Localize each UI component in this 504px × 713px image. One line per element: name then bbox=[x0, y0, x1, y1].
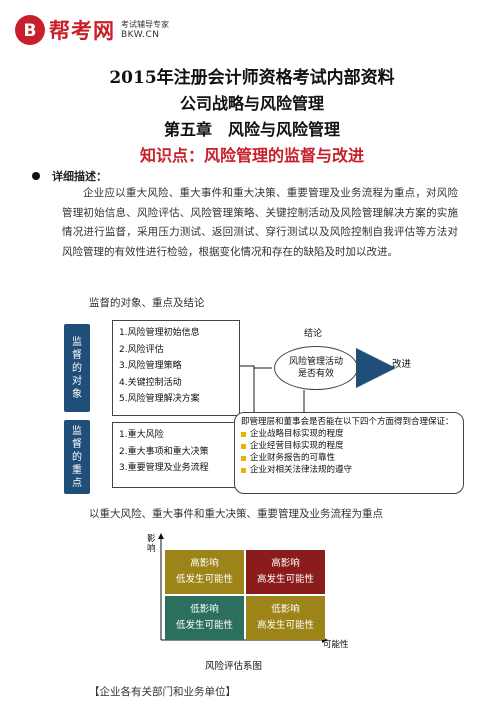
tag-supervision-objects: 监督的对象 bbox=[64, 324, 90, 412]
matrix-caption: 风险评估系图 bbox=[205, 661, 263, 672]
square-bullet-icon bbox=[241, 455, 246, 461]
square-bullet-icon bbox=[241, 431, 246, 437]
list-item: 5.风险管理解决方案 bbox=[119, 394, 200, 404]
y-axis-label: 影响 bbox=[147, 534, 156, 554]
list-item: 2.重大事项和重大决策 bbox=[119, 446, 209, 457]
matrix-axes bbox=[158, 533, 328, 643]
list-item: 3.风险管理策略 bbox=[119, 361, 182, 371]
tag-supervision-focus: 监督的重点 bbox=[64, 420, 90, 494]
assurance-callout: 即管理层和董事会是否能在以下四个方面得到合理保证： 企业战略目标实现的程度 企业… bbox=[234, 412, 464, 494]
logo-tagline: 考试辅导专家 bbox=[121, 20, 169, 29]
focus-list: 1.重大风险 2.重大事项和重大决策 3.重要管理及业务流程 bbox=[112, 422, 240, 488]
risk-matrix: 影响 高影响低发生可能性 高影响高发生可能性 低影响低发生可能性 低影响高发生可… bbox=[125, 528, 365, 678]
subheading-focus: 以重大风险、重大事件和重大决策、重要管理及业务流程为重点 bbox=[89, 508, 383, 520]
bullet-dot-icon bbox=[32, 172, 40, 180]
list-item: 3.重要管理及业务流程 bbox=[119, 463, 209, 473]
list-item: 企业战略目标实现的程度 bbox=[241, 428, 457, 440]
callout-intro: 即管理层和董事会是否能在以下四个方面得到合理保证： bbox=[241, 417, 454, 427]
cell-low-impact-low-likelihood: 低影响低发生可能性 bbox=[165, 596, 244, 640]
logo-name: 帮考网 bbox=[49, 19, 115, 43]
section-label: 详细描述： bbox=[52, 170, 107, 183]
supervision-diagram: 监督的对象 监督的重点 1.风险管理初始信息 2.风险评估 3.风险管理策略 4… bbox=[64, 314, 474, 498]
list-item: 企业经营目标实现的程度 bbox=[241, 440, 457, 452]
effectiveness-ellipse: 风险管理活动是否有效 bbox=[274, 346, 358, 390]
svg-text:B: B bbox=[24, 21, 37, 41]
list-item: 企业财务报告的可靠性 bbox=[241, 452, 457, 464]
x-axis-label: 可能性 bbox=[323, 640, 349, 650]
improve-label: 改进 bbox=[392, 359, 412, 370]
square-bullet-icon bbox=[241, 467, 246, 473]
body-paragraph: 企业应以重大风险、重大事件和重大决策、重要管理及业务流程为重点，对风险管理初始信… bbox=[62, 187, 458, 258]
subheading-objects: 监督的对象、重点及结论 bbox=[89, 297, 205, 309]
logo-subtext: 考试辅导专家 BKW.CN bbox=[121, 19, 169, 41]
list-item: 1.重大风险 bbox=[119, 430, 164, 440]
chapter-title: 第五章 风险与风险管理 bbox=[163, 120, 340, 139]
square-bullet-icon bbox=[241, 443, 246, 449]
objects-list: 1.风险管理初始信息 2.风险评估 3.风险管理策略 4.关键控制活动 5.风险… bbox=[112, 320, 240, 416]
list-item: 4.关键控制活动 bbox=[119, 377, 182, 388]
cell-low-impact-high-likelihood: 低影响高发生可能性 bbox=[246, 596, 325, 640]
site-logo[interactable]: B 帮考网 考试辅导专家 BKW.CN bbox=[14, 14, 169, 46]
conclusion-label: 结论 bbox=[304, 329, 323, 339]
list-item: 企业对相关法律法规的遵守 bbox=[241, 464, 457, 476]
logo-url: BKW.CN bbox=[121, 30, 160, 40]
subject-title: 公司战略与风险管理 bbox=[179, 94, 324, 113]
list-item: 2.风险评估 bbox=[119, 344, 164, 355]
section-heading: 详细描述： bbox=[32, 168, 107, 184]
logo-icon: B bbox=[15, 15, 45, 45]
cell-high-impact-high-likelihood: 高影响高发生可能性 bbox=[246, 550, 325, 594]
footer-note: 【企业各有关部门和业务单位】 bbox=[89, 686, 236, 698]
topic-title: 知识点：风险管理的监督与改进 bbox=[139, 146, 364, 165]
cell-high-impact-low-likelihood: 高影响低发生可能性 bbox=[165, 550, 244, 594]
doc-title: 2015年注册会计师资格考试内部资料 bbox=[109, 68, 395, 88]
list-item: 1.风险管理初始信息 bbox=[119, 328, 200, 338]
